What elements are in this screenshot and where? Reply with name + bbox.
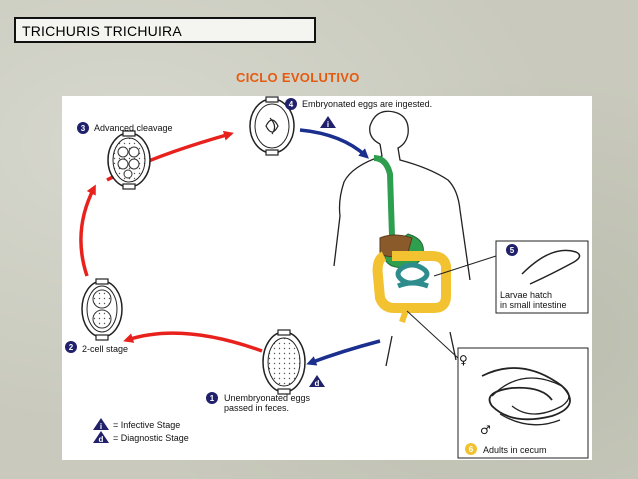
stage-2-number: 2 xyxy=(69,343,74,352)
stage-5-badge xyxy=(506,244,518,256)
egg-stage-4 xyxy=(249,96,295,156)
stage-6-number: 6 xyxy=(469,445,474,454)
life-cycle-svg: ♀ ♂ 4 Embryonated eggs are ingested. 3 A… xyxy=(65,96,589,459)
legend: i = Infective Stage d = Diagnostic Stage xyxy=(93,418,189,444)
legend-diagnostic-icon xyxy=(93,431,109,443)
svg-text:d: d xyxy=(99,435,104,444)
male-symbol: ♂ xyxy=(480,423,491,437)
legend-infective-label: = Infective Stage xyxy=(113,420,180,430)
legend-infective-icon xyxy=(93,418,109,430)
stage-5-label-line1: Larvae hatch xyxy=(500,290,552,300)
stage-6-badge xyxy=(465,443,477,455)
svg-text:d: d xyxy=(315,379,320,388)
svg-text:i: i xyxy=(100,422,102,431)
stage-1-number: 1 xyxy=(210,394,215,403)
stage-1-label-line2: passed in feces. xyxy=(224,403,289,413)
arrow-1-to-2 xyxy=(123,331,263,353)
stage-5-label-line2: in small intestine xyxy=(500,300,567,310)
callout-line-5 xyxy=(433,255,497,277)
arrow-cecum-to-1 xyxy=(306,339,381,366)
small-intestine xyxy=(395,262,430,289)
egg-stage-3 xyxy=(107,130,151,190)
stage-3-label: Advanced cleavage xyxy=(94,123,173,133)
stage-3-badge xyxy=(77,122,89,134)
stage-6-label: Adults in cecum xyxy=(483,445,547,455)
legend-diagnostic-label: = Diagnostic Stage xyxy=(113,433,189,443)
human-figure xyxy=(333,110,471,367)
stage-1-badge xyxy=(206,392,218,404)
svg-text:i: i xyxy=(327,120,329,129)
arrow-2-to-3-lower xyxy=(79,184,96,277)
egg-stage-2 xyxy=(81,278,123,341)
egg-stage-1 xyxy=(262,329,306,395)
diagnostic-marker-arrow: d xyxy=(309,375,325,388)
diagram-subtitle: CICLO EVOLUTIVO xyxy=(236,70,360,85)
stage-2-badge xyxy=(65,341,77,353)
stage-1-label-line1: Unembryonated eggs xyxy=(224,393,311,403)
stage-5-number: 5 xyxy=(510,246,515,255)
infective-marker-arrow: i xyxy=(320,116,336,129)
stage-4-number: 4 xyxy=(289,100,294,109)
stage-4-badge xyxy=(285,98,297,110)
stage-4-label: Embryonated eggs are ingested. xyxy=(302,99,432,109)
callout-line-6 xyxy=(406,310,459,359)
adults-box xyxy=(457,347,589,459)
arrow-4-to-mouth xyxy=(299,128,369,159)
stage-2-label: 2-cell stage xyxy=(82,344,128,354)
page-title: TRICHURIS TRICHUIRA xyxy=(14,17,316,43)
female-symbol: ♀ xyxy=(459,353,468,367)
life-cycle-diagram: ♀ ♂ 4 Embryonated eggs are ingested. 3 A… xyxy=(62,96,592,460)
large-intestine xyxy=(372,251,451,313)
stage-3-number: 3 xyxy=(81,124,86,133)
